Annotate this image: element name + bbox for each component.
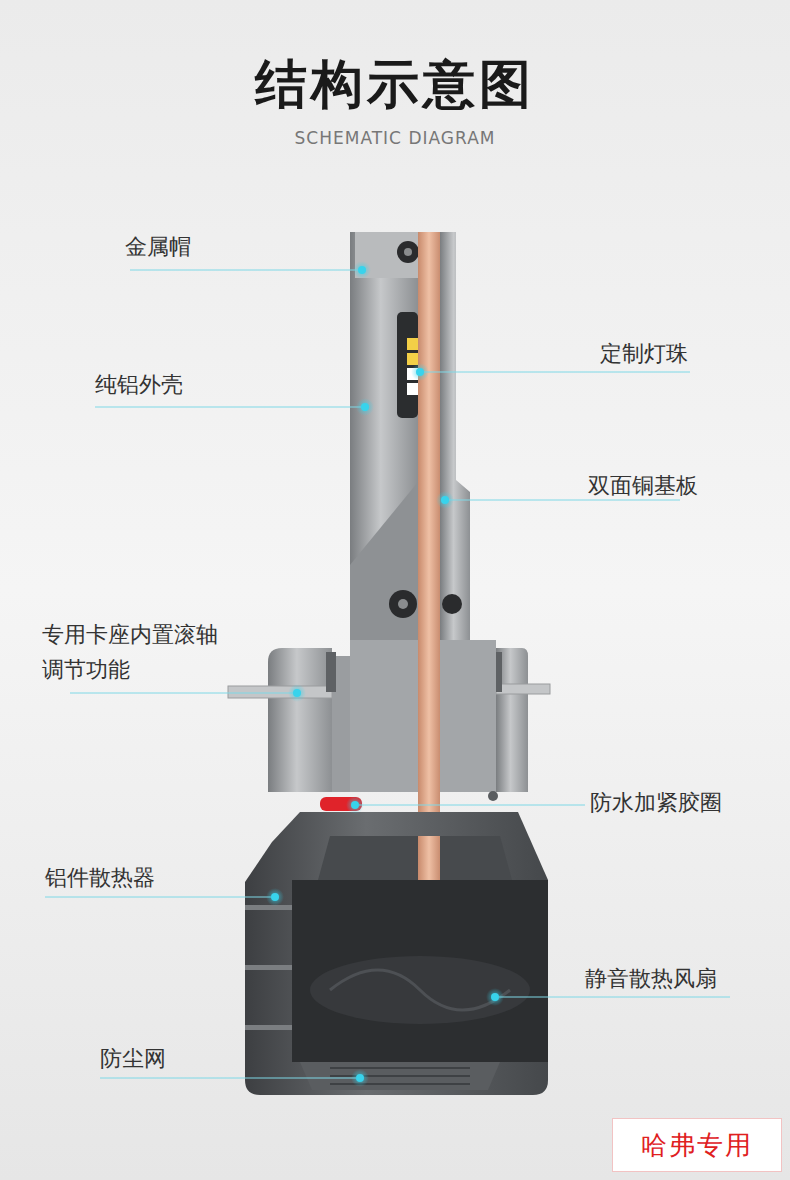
leader-dot (356, 1074, 364, 1082)
subtitle: SCHEMATIC DIAGRAM (0, 127, 790, 149)
leader-glow (356, 398, 374, 416)
part-label: 静音散热风扇 (585, 964, 717, 994)
shell-lower (350, 640, 418, 792)
leader-line (45, 897, 271, 898)
inner-plate (318, 836, 512, 880)
part-label: 定制灯珠 (600, 339, 688, 369)
socket-wall (268, 648, 332, 792)
leader-glow (266, 888, 284, 906)
leader-line (499, 997, 730, 998)
fan-blade (330, 970, 510, 1010)
housing-band (245, 965, 292, 970)
roller-core (404, 248, 412, 256)
leader-glow (353, 261, 371, 279)
leader-dot (491, 993, 499, 1001)
fan (310, 956, 530, 1024)
leader-dots (271, 266, 499, 1082)
leader-dot (416, 368, 424, 376)
leader-line (95, 407, 361, 408)
leader-line (130, 270, 358, 271)
copper-board (418, 232, 440, 880)
leader-dot (351, 801, 359, 809)
part-label: 铝件散热器 (45, 863, 155, 893)
socket-slot (326, 652, 336, 692)
shell-lower (440, 640, 496, 792)
aluminium-shell (440, 232, 470, 640)
leader-line (424, 372, 690, 373)
metal-cap (355, 232, 418, 278)
roller (397, 241, 419, 263)
part-label: 双面铜基板 (588, 471, 698, 501)
leader-glow (288, 684, 306, 702)
housing-band (245, 1025, 292, 1030)
leader-glows (266, 261, 504, 1087)
badge-box: 哈弗专用 (612, 1118, 782, 1172)
housing-band (245, 905, 292, 910)
led-chip (407, 383, 418, 395)
leader-line (359, 805, 585, 806)
leader-line (100, 1078, 356, 1079)
leader-dot (358, 266, 366, 274)
leader-glow (436, 491, 454, 509)
led-chip (407, 338, 418, 350)
leader-glow (346, 796, 364, 814)
leader-dot (441, 496, 449, 504)
socket-tab (496, 684, 550, 694)
leader-glow (351, 1069, 369, 1087)
led-chip (407, 353, 418, 365)
leader-line (449, 500, 680, 501)
leader-lines (45, 270, 730, 1078)
heat-sink (245, 812, 548, 1095)
leader-glow (411, 363, 429, 381)
copper-board (418, 836, 440, 880)
dust-net (300, 1062, 500, 1090)
part-label: 金属帽 (125, 232, 191, 262)
leader-dot (271, 893, 279, 901)
shell-step (350, 482, 418, 640)
part-label: 纯铝外壳 (95, 370, 183, 400)
roller-core (398, 599, 408, 609)
leader-dot (293, 689, 301, 697)
diagram-title: 结构示意图 (0, 52, 790, 116)
leader-glow (486, 988, 504, 1006)
leader-line (70, 693, 293, 694)
dust-net-mesh (330, 1068, 470, 1084)
socket-tab (228, 686, 332, 698)
part-label: 防水加紧胶圈 (590, 788, 722, 818)
part-label: 专用卡座内置滚轴 调节功能 (42, 617, 232, 687)
part-label: 防尘网 (100, 1044, 166, 1074)
leader-dot (361, 403, 369, 411)
roller (389, 590, 417, 618)
housing-cut (292, 880, 548, 1062)
badge-text: 哈弗专用 (641, 1129, 753, 1161)
o-ring-back (488, 791, 498, 801)
aluminium-shell (350, 232, 418, 792)
roller (442, 594, 462, 614)
